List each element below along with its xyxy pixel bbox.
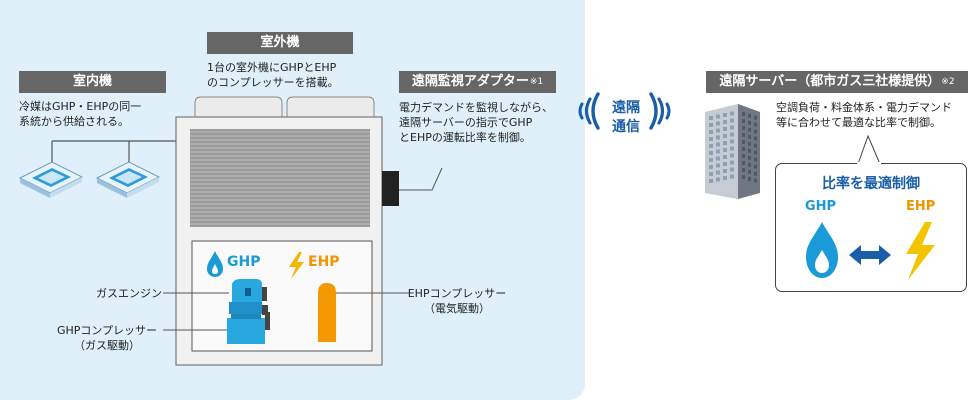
adapter-tag: 遠隔監視アダプター※1 [399, 71, 556, 93]
signal-right-icon [649, 92, 671, 130]
callout-title: 比率を最適制御 [822, 176, 920, 192]
ehp-lightning-icon [289, 252, 304, 279]
bidirectional-arrow-icon [849, 245, 891, 265]
outdoor-unit-icon [175, 96, 399, 366]
ghp-compressor-icon [227, 312, 270, 344]
indoor-unit-description: 冷媒はGHP・EHPの同一系統から供給される。 [19, 100, 142, 128]
signal-left-icon [578, 92, 600, 130]
indoor-unit-1-icon [18, 161, 84, 198]
unit-ghp-label: GHP [227, 254, 261, 270]
gas-engine-icon [229, 279, 268, 315]
remote-comm-label: 遠隔通信 [612, 100, 640, 135]
ehp-compressor-label: EHPコンプレッサー（電気駆動） [407, 287, 507, 315]
ghp-compressor-label: GHPコンプレッサー（ガス駆動） [56, 324, 158, 352]
unit-ehp-label: EHP [308, 254, 340, 270]
indoor-unit-tag: 室内機 [19, 71, 166, 93]
callout-ehp-label: EHP [906, 199, 936, 214]
ehp-large-lightning-icon [906, 222, 935, 280]
gas-engine-label: ガスエンジン [96, 287, 162, 300]
ratio-control-callout [775, 163, 967, 292]
server-description: 空調負荷・料金体系・電力デマンド等に合わせて最適な比率で制御。 [776, 101, 952, 129]
callout-ghp-label: GHP [805, 199, 837, 214]
outdoor-unit-tag: 室外機 [207, 32, 353, 54]
indoor-unit-2-icon [95, 161, 161, 198]
ghp-flame-icon [207, 251, 223, 277]
ehp-compressor-icon [318, 283, 336, 342]
server-tag: 遠隔サーバー（都市ガス三社様提供）※2 [706, 71, 968, 93]
ghp-large-flame-icon [806, 222, 838, 278]
